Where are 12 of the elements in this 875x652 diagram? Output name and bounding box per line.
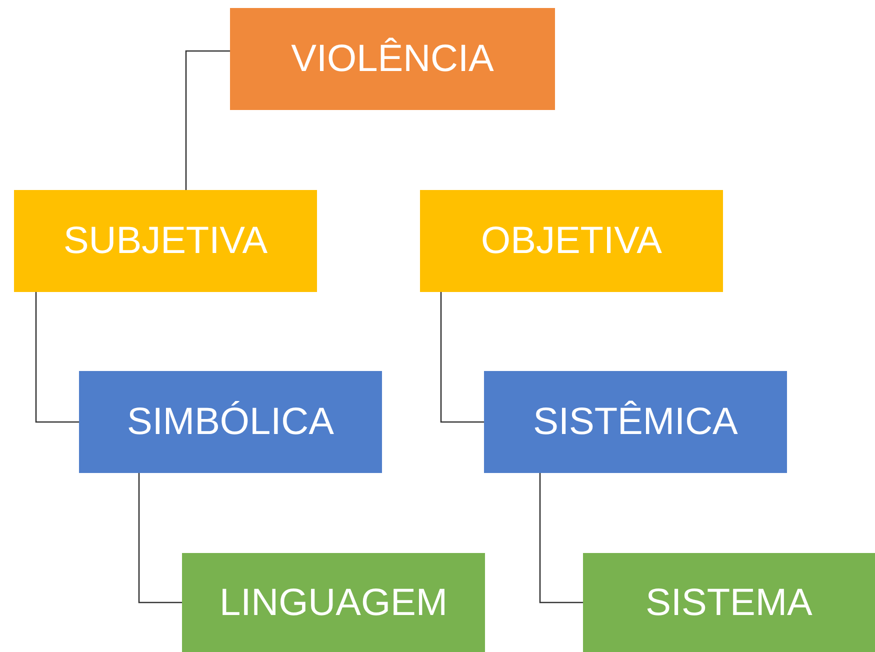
category-box: SIMBÓLICA bbox=[79, 371, 382, 473]
category-box: OBJETIVA bbox=[420, 190, 723, 292]
connector-line bbox=[440, 292, 484, 423]
category-box: VIOLÊNCIA bbox=[230, 8, 555, 110]
connector-line bbox=[35, 292, 79, 423]
connector-line bbox=[138, 473, 182, 604]
connector-line bbox=[185, 50, 230, 190]
category-box: SISTEMA bbox=[583, 553, 875, 652]
category-box: SISTÊMICA bbox=[484, 371, 787, 473]
category-box: LINGUAGEM bbox=[182, 553, 485, 652]
connector-line bbox=[539, 473, 583, 604]
category-box: SUBJETIVA bbox=[14, 190, 317, 292]
